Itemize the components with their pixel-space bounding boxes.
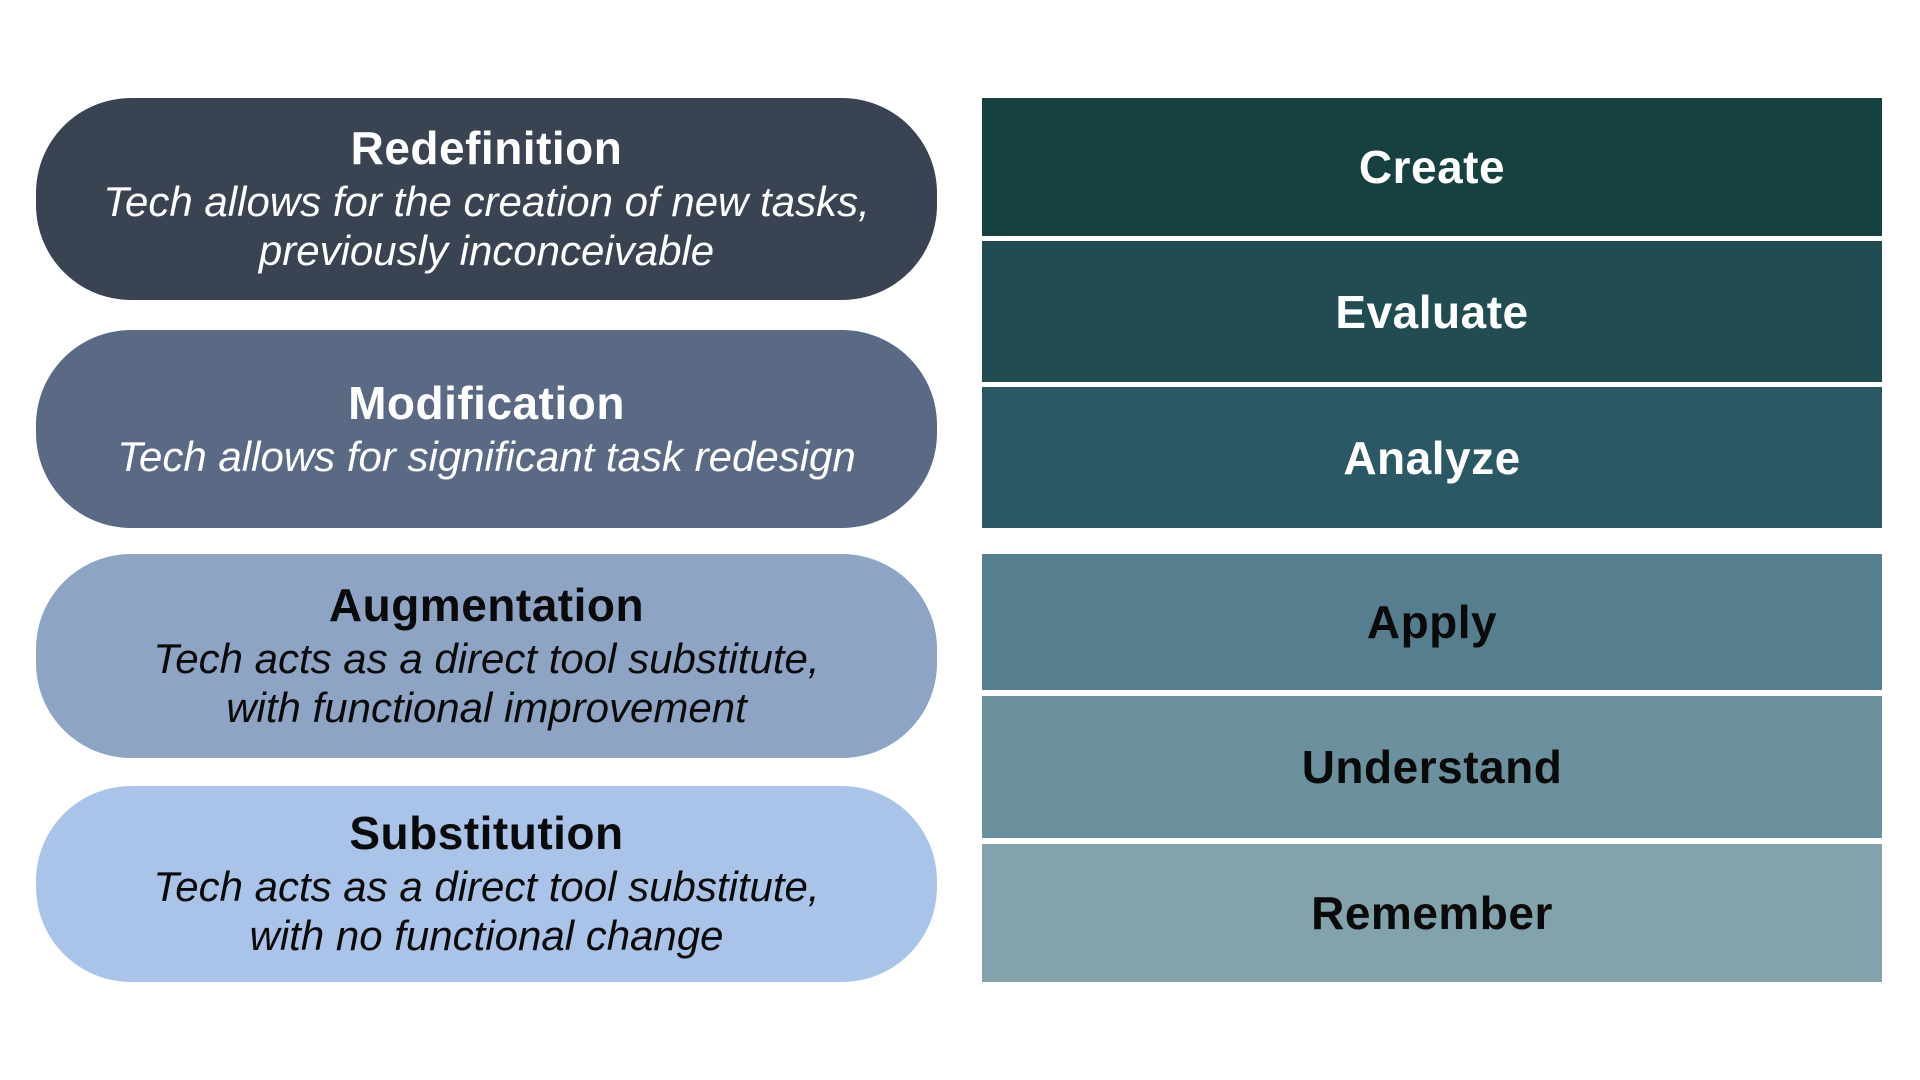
bar-create: Create [982, 98, 1882, 236]
pill-substitution-title: Substitution [349, 807, 624, 859]
pill-redefinition-title: Redefinition [350, 122, 623, 174]
bar-analyze-label: Analyze [1343, 431, 1521, 484]
pill-augmentation-description: Tech acts as a direct tool substitute, w… [153, 634, 820, 732]
pill-modification: Modification Tech allows for significant… [36, 330, 937, 528]
bar-understand-label: Understand [1301, 741, 1563, 793]
pill-modification-title: Modification [348, 376, 625, 429]
bar-understand: Understand [982, 696, 1882, 838]
bar-apply: Apply [982, 554, 1882, 690]
bar-apply-label: Apply [1366, 596, 1498, 648]
pill-substitution: Substitution Tech acts as a direct tool … [36, 786, 937, 982]
bar-remember: Remember [982, 844, 1882, 982]
pill-augmentation-title: Augmentation [328, 579, 645, 631]
bar-evaluate-label: Evaluate [1335, 285, 1529, 338]
pill-substitution-description: Tech acts as a direct tool substitute, w… [153, 862, 820, 960]
pill-augmentation: Augmentation Tech acts as a direct tool … [36, 554, 937, 758]
bar-remember-label: Remember [1311, 887, 1553, 939]
bar-create-label: Create [1358, 141, 1506, 193]
pill-modification-description: Tech allows for significant task redesig… [117, 432, 856, 480]
bar-evaluate: Evaluate [982, 241, 1882, 382]
bar-analyze: Analyze [982, 387, 1882, 528]
pill-redefinition: Redefinition Tech allows for the creatio… [36, 98, 937, 300]
pill-redefinition-description: Tech allows for the creation of new task… [103, 177, 870, 275]
